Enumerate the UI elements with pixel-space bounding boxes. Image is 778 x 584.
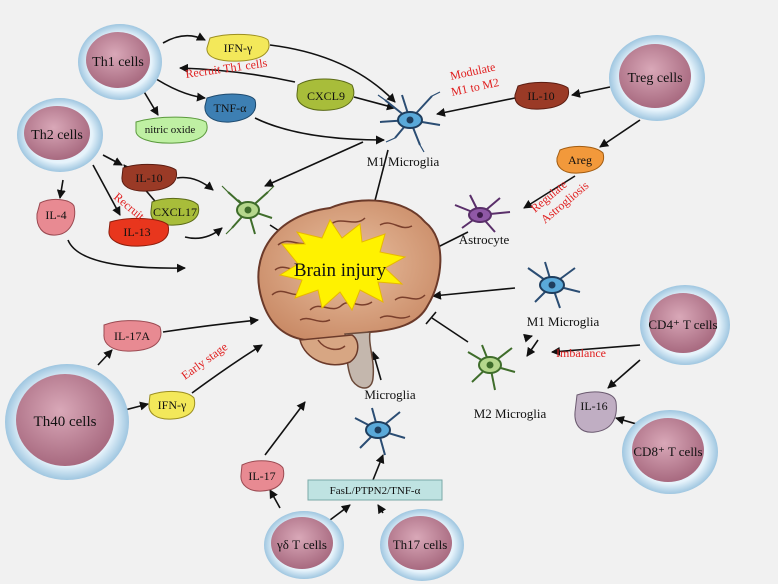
areg-label: Areg [568, 153, 592, 167]
th40-label: Th40 cells [34, 414, 97, 430]
cd4-cell: CD4⁺ T cells [640, 285, 730, 365]
injury-burst [278, 218, 407, 312]
th2-cell: Th2 cells [17, 98, 103, 172]
th2-label: Th2 cells [31, 128, 83, 143]
nitric-oxide-label: nitric oxide [145, 124, 196, 136]
il10-treg-blob: IL-10 [514, 81, 570, 110]
early-stage-annotation: Early stage [179, 340, 231, 383]
cd8-label: CD8⁺ T cells [633, 444, 702, 459]
il4-blob: IL-4 [36, 198, 76, 236]
cd4-label: CD4⁺ T cells [648, 317, 717, 332]
th1-cell: Th1 cells [78, 24, 162, 100]
cd8-cell: CD8⁺ T cells [622, 410, 718, 494]
gd-label: γδ T cells [276, 537, 327, 552]
tnfa-label: TNF-α [214, 101, 248, 115]
fasl-box: FasL/PTPN2/TNF-α [307, 479, 443, 501]
cxcl9-label: CXCL9 [307, 89, 345, 103]
th17-label: Th17 cells [393, 537, 448, 552]
il17-blob: IL-17 [240, 460, 285, 492]
imbalance-annotation: Imbalance [556, 346, 606, 360]
ifng-th40-blob: IFN-γ [148, 390, 196, 420]
m1-microglia-top [377, 91, 441, 153]
brain-illustration: Brain injury [257, 199, 442, 389]
th17-cell: Th17 cells [380, 509, 464, 581]
il17a-blob: IL-17A [103, 320, 162, 352]
microglia-bottom-label: Microglia [364, 387, 415, 402]
th1-label: Th1 cells [92, 55, 144, 70]
gd-cell: γδ T cells [264, 511, 344, 579]
m1-right-label: M1 Microglia [527, 314, 600, 329]
cxcl17-blob: CXCL17 [150, 197, 200, 226]
m2-microglia-top [221, 185, 275, 235]
il13-blob: IL-13 [108, 217, 170, 247]
il10-th2-blob: IL-10 [121, 163, 178, 192]
areg-blob: Areg [556, 145, 605, 174]
cxcl9-blob: CXCL9 [296, 78, 355, 111]
cxcl17-label: CXCL17 [153, 205, 197, 219]
il17-label: IL-17 [248, 469, 275, 483]
fasl-label: FasL/PTPN2/TNF-α [330, 485, 421, 497]
il16-label: IL-16 [580, 399, 607, 413]
il4-label: IL-4 [45, 208, 66, 222]
brain-injury-label: Brain injury [294, 260, 387, 281]
m1-top-label: M1 Microglia [367, 154, 440, 169]
astrocyte-label: Astrocyte [459, 232, 510, 247]
ifng-top-blob: IFN-γ [206, 33, 270, 62]
m1-microglia-right [527, 261, 581, 309]
il10-th2-label: IL-10 [135, 171, 162, 185]
microglia-bottom [354, 407, 406, 456]
ifng-top-label: IFN-γ [224, 41, 253, 55]
nitric-oxide-blob: nitric oxide [135, 116, 208, 144]
astrocyte-cell [454, 194, 511, 233]
treg-label: Treg cells [627, 71, 682, 86]
il13-label: IL-13 [123, 225, 150, 239]
treg-cell: Treg cells [609, 35, 705, 121]
il17a-label: IL-17A [114, 329, 150, 343]
th40-cell: Th40 cells [5, 364, 129, 480]
m2-label: M2 Microglia [474, 406, 547, 421]
tnfa-blob: TNF-α [204, 93, 257, 123]
il10-treg-label: IL-10 [527, 89, 554, 103]
il16-blob: IL-16 [574, 391, 617, 433]
ifng-th40-label: IFN-γ [158, 398, 187, 412]
m2-microglia-right [467, 344, 516, 391]
